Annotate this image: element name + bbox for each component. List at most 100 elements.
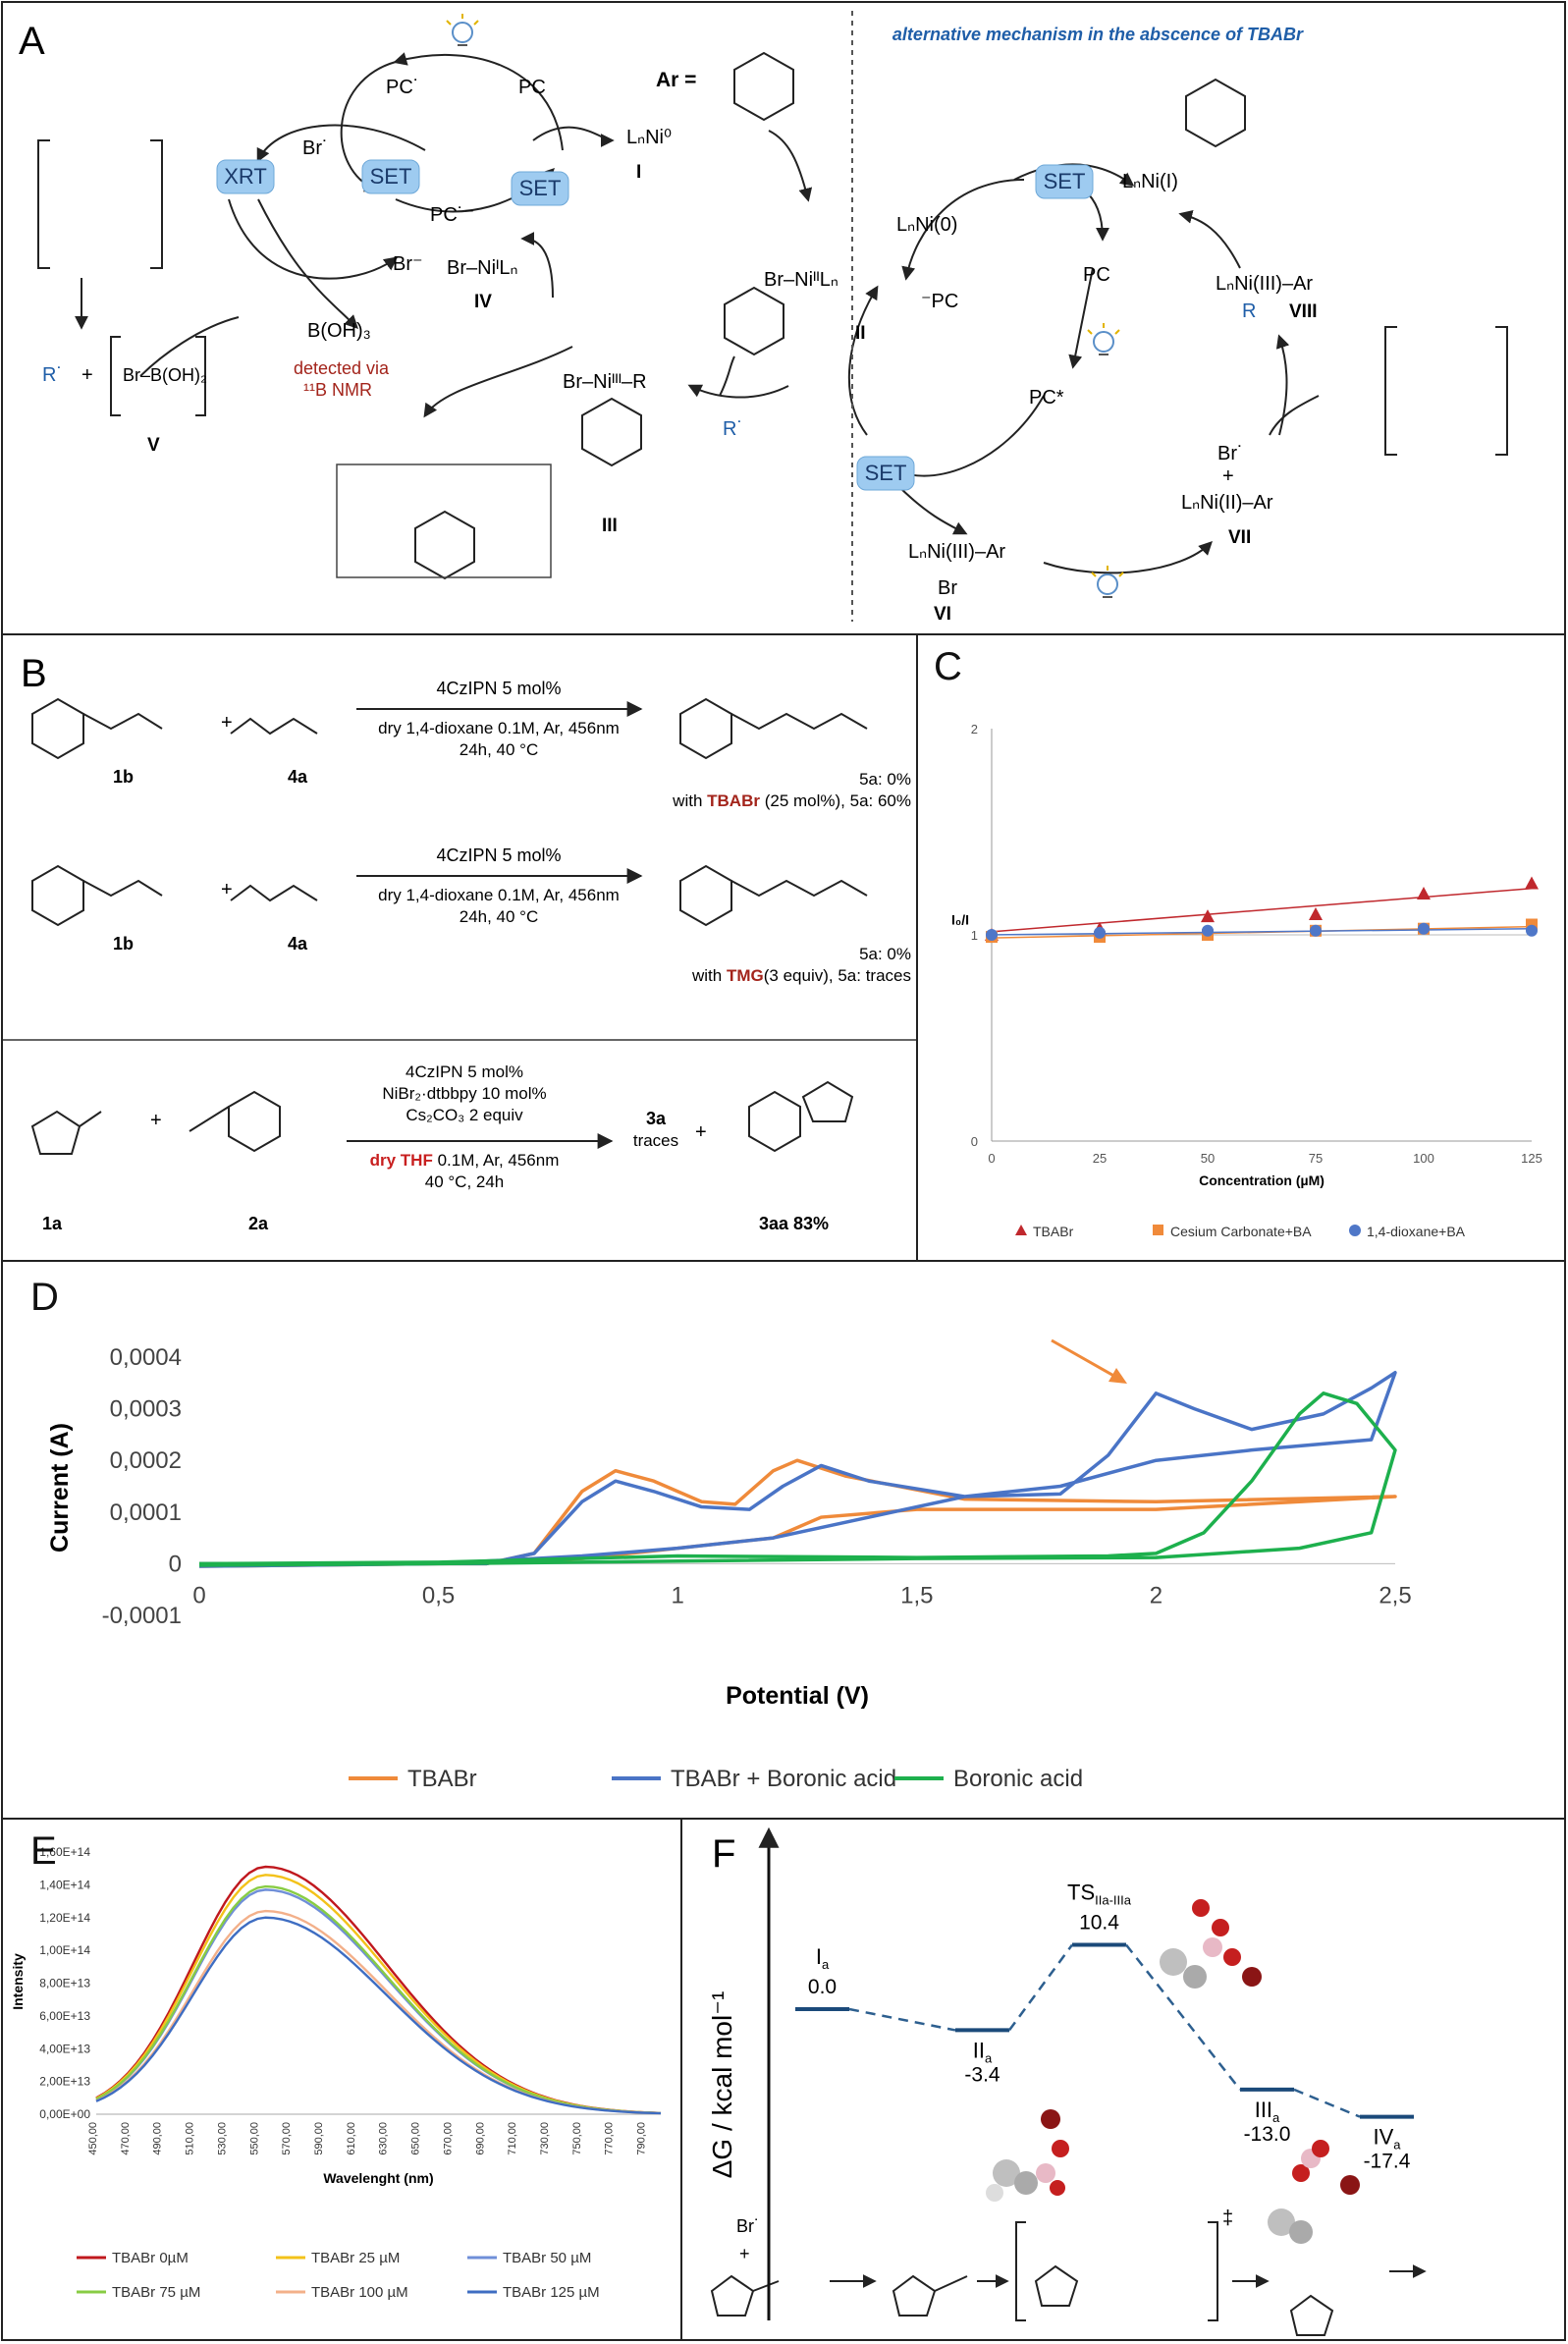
panel-f-label: F [712, 1832, 735, 1876]
spectrum-line [95, 1909, 662, 2115]
pc-anion-label: ⁻PC [921, 291, 958, 312]
br-radical-label: Br˙ [302, 137, 329, 159]
level-name-sub: a [985, 2050, 993, 2065]
legend-label: Cesium Carbonate+BA [1170, 1224, 1312, 1239]
bromoboronic-label: Br–B(OH)₂ [123, 365, 207, 385]
nmr-label: ¹¹B NMR [303, 380, 372, 400]
spectrum-line [95, 1865, 662, 2114]
compound-label: 1a [42, 1214, 63, 1233]
light-bulb-icon [1091, 566, 1124, 598]
legend-label: Boronic acid [953, 1766, 1083, 1792]
legend-label: 1,4-dioxane+BA [1367, 1224, 1466, 1239]
data-point [986, 929, 998, 941]
result-label: 5a: 0% [859, 770, 911, 789]
pc-label: PC [1083, 264, 1110, 286]
bracket [37, 139, 1508, 456]
x-axis-label: Wavelenght (nm) [323, 2170, 433, 2186]
trend-line [991, 927, 1533, 936]
panel-d-label: D [30, 1276, 59, 1319]
x-tick-label: 490,00 [152, 2122, 164, 2155]
level-name: IIIa [1255, 2098, 1280, 2125]
br-radical-label: Br˙ [1217, 443, 1244, 464]
cycle-arc [257, 198, 358, 329]
lnni-ii-ar-label: LₙNi(II)–Ar [1181, 492, 1273, 514]
conditions-label: 40 °C, 24h [425, 1172, 505, 1191]
y-tick-label: 0,0004 [110, 1344, 182, 1371]
panel-a-scheme: A XRT SET [19, 11, 1508, 625]
level-name-main: IV [1373, 2125, 1393, 2150]
product-box [336, 463, 552, 578]
compound-v-label: V [147, 435, 160, 456]
compound-label: traces [633, 1131, 678, 1150]
x-tick-label: 0,5 [422, 1582, 455, 1608]
reaction-scheme [710, 2221, 1427, 2336]
x-tick-label: 75 [1309, 1151, 1323, 1166]
y-tick-label: 0,0001 [110, 1499, 182, 1526]
light-bulb-icon [1087, 323, 1120, 355]
x-tick-label: 730,00 [539, 2122, 551, 2155]
ts-mark: ‡ [1222, 2208, 1233, 2229]
plus-sign: + [221, 712, 233, 734]
level-name: TSIIa-IIIa [1067, 1880, 1132, 1907]
level-name: Ia [816, 1944, 830, 1972]
cycle-arc [423, 346, 573, 418]
reactant-structure [31, 697, 868, 760]
legend-label: TBABr 75 µM [112, 2284, 200, 2301]
level-name-sub: a [1393, 2138, 1401, 2153]
y-tick-label: 0,0003 [110, 1396, 182, 1423]
level-name-main: II [973, 2038, 985, 2062]
level-value: 0.0 [808, 1976, 837, 1998]
x-tick-label: 610,00 [346, 2122, 357, 2155]
pc-radical-label: PC˙ [386, 77, 419, 98]
plus-label: + [739, 2244, 750, 2263]
connector-dashed [1125, 1943, 1241, 2091]
spectrum-line [95, 1916, 662, 2115]
x-tick-label: 710,00 [507, 2122, 518, 2155]
result-label: 5a: 0% [859, 945, 911, 963]
compound-i-label: I [636, 162, 641, 183]
chart-f: F Br˙ + ‡ ΔG / kcal mol⁻¹Ia0.0IIa-3.4TSI… [707, 1826, 1427, 2336]
x-tick-label: 770,00 [604, 2122, 616, 2155]
x-tick-label: 630,00 [378, 2122, 390, 2155]
level-value: -17.4 [1364, 2151, 1411, 2173]
level-value: -13.0 [1244, 2123, 1291, 2146]
bromide-label: Br⁻ [393, 253, 423, 275]
x-tick-label: 125 [1521, 1151, 1542, 1166]
legend-label: TBABr 25 µM [311, 2250, 400, 2266]
result-label: with TBABr (25 mol%), 5a: 60% [672, 791, 911, 810]
compound-vi-label: VI [934, 604, 951, 625]
data-point [1525, 876, 1539, 890]
lnni-0-label: LₙNi(0) [896, 214, 957, 236]
y-tick-label: 0,0002 [110, 1447, 182, 1474]
cycle-arc [393, 52, 564, 151]
br-radical-label: Br˙ [736, 2216, 760, 2236]
cycle-arc [719, 355, 735, 397]
x-tick-label: 0 [988, 1151, 995, 1166]
catalyst-label: 4CzIPN 5 mol% [406, 1063, 523, 1081]
compound-iv-label: IV [474, 292, 492, 312]
data-point [1202, 924, 1214, 937]
detected-label: detected via [294, 358, 390, 378]
plus-label: + [81, 364, 93, 386]
x-tick-label: 550,00 [248, 2122, 260, 2155]
legend-label: TBABr [407, 1766, 477, 1792]
xrt-badge: XRT [216, 159, 275, 194]
panel-a: A XRT SET [1, 1, 1566, 635]
cycle-arc [1178, 209, 1241, 269]
level-name-sub: a [1272, 2110, 1280, 2125]
x-tick-label: 570,00 [281, 2122, 293, 2155]
legend-marker [1015, 1225, 1027, 1235]
x-tick-label: 100 [1413, 1151, 1434, 1166]
x-tick-label: 650,00 [410, 2122, 422, 2155]
br-ni-iii-r-label: Br–Niᴵᴵᴵ–R [563, 371, 647, 393]
connector-dashed [1007, 1943, 1074, 2032]
cv-trace [198, 1371, 1397, 1568]
cycle-arc [687, 384, 789, 399]
legend-label: TBABr 0µM [112, 2250, 189, 2266]
reactant-structure [31, 864, 868, 927]
level-value: -3.4 [964, 2063, 1000, 2086]
annotation-arrow-head [1108, 1368, 1127, 1384]
r-group-label: R [1242, 300, 1256, 322]
